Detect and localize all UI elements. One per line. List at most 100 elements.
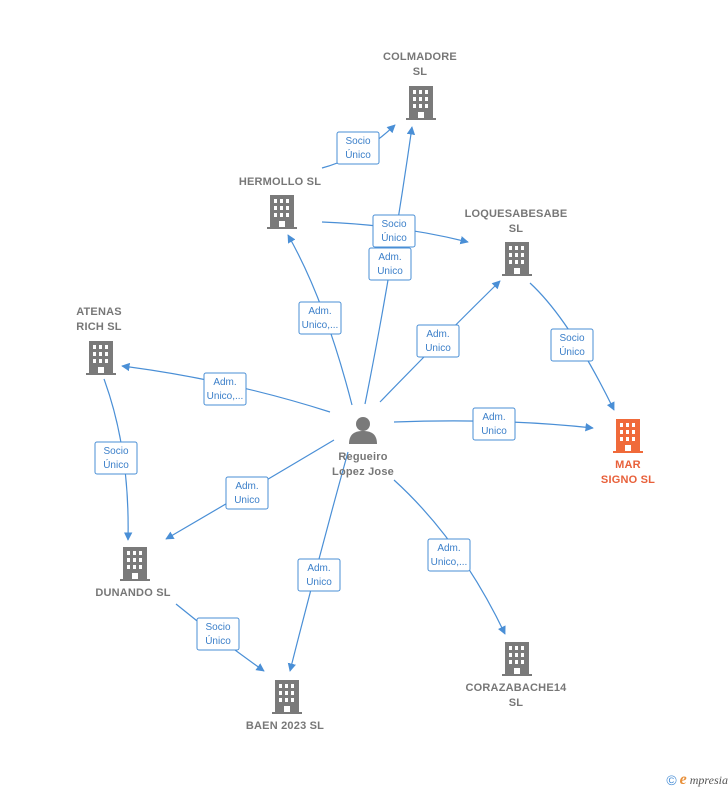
- edge-person-to-corazabache: Adm. Unico,...: [393, 479, 506, 635]
- node-atenas[interactable]: ATENAS RICH SL: [76, 306, 122, 375]
- edge-label-box: [472, 407, 516, 441]
- edge-label[interactable]: Adm. Unico,...: [427, 538, 471, 572]
- node-label: BAEN 2023 SL: [246, 720, 324, 732]
- node-colmadore[interactable]: COLMADORE SL: [383, 51, 457, 120]
- edge-label-box: [94, 441, 138, 475]
- edge-label-box: [297, 558, 341, 592]
- node-label: MAR: [615, 459, 641, 471]
- person-icon: [349, 417, 377, 444]
- node-label: SL: [509, 223, 524, 235]
- edge-label-line: Único: [381, 231, 407, 244]
- node-label: COLMADORE: [383, 51, 457, 63]
- node-label: RICH SL: [76, 321, 121, 333]
- edge-label-line: Adm.: [378, 252, 401, 263]
- edge-label-box: [368, 247, 412, 281]
- edge-label[interactable]: Adm. Unico: [297, 558, 341, 592]
- building-icon: [502, 642, 532, 676]
- edge-label[interactable]: Adm. Unico,...: [298, 301, 342, 335]
- copyright-icon: ©: [666, 772, 677, 788]
- node-label: Lopez Jose: [332, 466, 394, 478]
- building-icon: [406, 86, 436, 120]
- edge-label[interactable]: Adm.Unico: [368, 247, 412, 281]
- edge-person-to-atenas: Adm. Unico,...: [121, 362, 331, 413]
- building-icon: [613, 419, 643, 453]
- edge-label-line: Adm.: [307, 563, 330, 574]
- edge-label-line: Unico,...: [207, 391, 244, 402]
- building-icon: [86, 341, 116, 375]
- edge-label-line: Unico,...: [431, 557, 468, 568]
- edge-label-line: Unico: [306, 577, 332, 588]
- edge-label-line: Socio: [345, 136, 370, 147]
- edge-label-line: Único: [559, 345, 585, 358]
- node-label: Regueiro: [338, 451, 387, 463]
- brand-name: mpresia: [689, 772, 728, 787]
- edge-label-box: [372, 214, 416, 248]
- edge-label[interactable]: Adm. Unico: [472, 407, 516, 441]
- edge-label-line: Unico,...: [302, 320, 339, 331]
- building-icon: [267, 195, 297, 229]
- edge-label-line: Socio: [205, 622, 230, 633]
- edge-label[interactable]: Adm. Unico: [416, 324, 460, 358]
- edge-label-line: Adm.: [426, 329, 449, 340]
- node-label: ATENAS: [76, 306, 122, 318]
- node-dunando[interactable]: DUNANDO SL: [95, 547, 171, 599]
- edge-label-line: Unico: [481, 426, 507, 437]
- edge-label-box: [196, 617, 240, 651]
- node-mar[interactable]: MAR SIGNO SL: [601, 419, 655, 486]
- node-label: DUNANDO SL: [95, 587, 170, 599]
- edge-person-to-dunando: Adm.Unico: [165, 439, 335, 540]
- edge-label-box: [427, 538, 471, 572]
- edge-label-line: Adm.: [213, 377, 236, 388]
- edge-label-line: Único: [345, 148, 371, 161]
- edges-layer: Adm.UnicoAdm.Unico,...SocioÚnicoSocioÚni…: [94, 124, 615, 672]
- node-baen[interactable]: BAEN 2023 SL: [246, 680, 324, 732]
- node-label: CORAZABACHE14: [466, 682, 568, 694]
- edge-label-box: [298, 301, 342, 335]
- edge-person-to-hermollo: Adm. Unico,...: [287, 234, 353, 406]
- node-label: HERMOLLO SL: [239, 176, 321, 188]
- edge-label-line: Socio: [381, 219, 406, 230]
- node-label: SL: [509, 697, 524, 709]
- edge-label[interactable]: Adm. Unico,...: [203, 372, 247, 406]
- edge-person-to-colmadore: Adm.Unico: [364, 126, 416, 405]
- edge-label-line: Adm.: [437, 543, 460, 554]
- node-hermollo[interactable]: HERMOLLO SL: [239, 176, 321, 229]
- node-label: SIGNO SL: [601, 474, 655, 486]
- edge-person-to-baen: Adm. Unico: [287, 451, 349, 672]
- edge-person-to-mar: Adm. Unico: [393, 407, 594, 441]
- edge-label-line: Adm.: [482, 412, 505, 423]
- edge-person-to-loquesabesabe: Adm. Unico: [379, 280, 501, 403]
- building-icon: [120, 547, 150, 581]
- node-label: SL: [413, 66, 428, 78]
- building-icon: [502, 242, 532, 276]
- edge-label-box: [550, 328, 594, 362]
- edge-label-line: Único: [205, 634, 231, 647]
- edge-label-line: Adm.: [235, 481, 258, 492]
- edge-label-line: Único: [103, 458, 129, 471]
- edge-label-box: [203, 372, 247, 406]
- edge-label[interactable]: Adm.Unico: [225, 476, 269, 510]
- edge-label-line: Unico: [425, 343, 451, 354]
- edge-label-line: Adm.: [308, 306, 331, 317]
- edge-label-box: [416, 324, 460, 358]
- edge-label-box: [225, 476, 269, 510]
- brand-initial: e: [679, 771, 687, 788]
- edge-label-line: Socio: [103, 446, 128, 457]
- edge-label-box: [336, 131, 380, 165]
